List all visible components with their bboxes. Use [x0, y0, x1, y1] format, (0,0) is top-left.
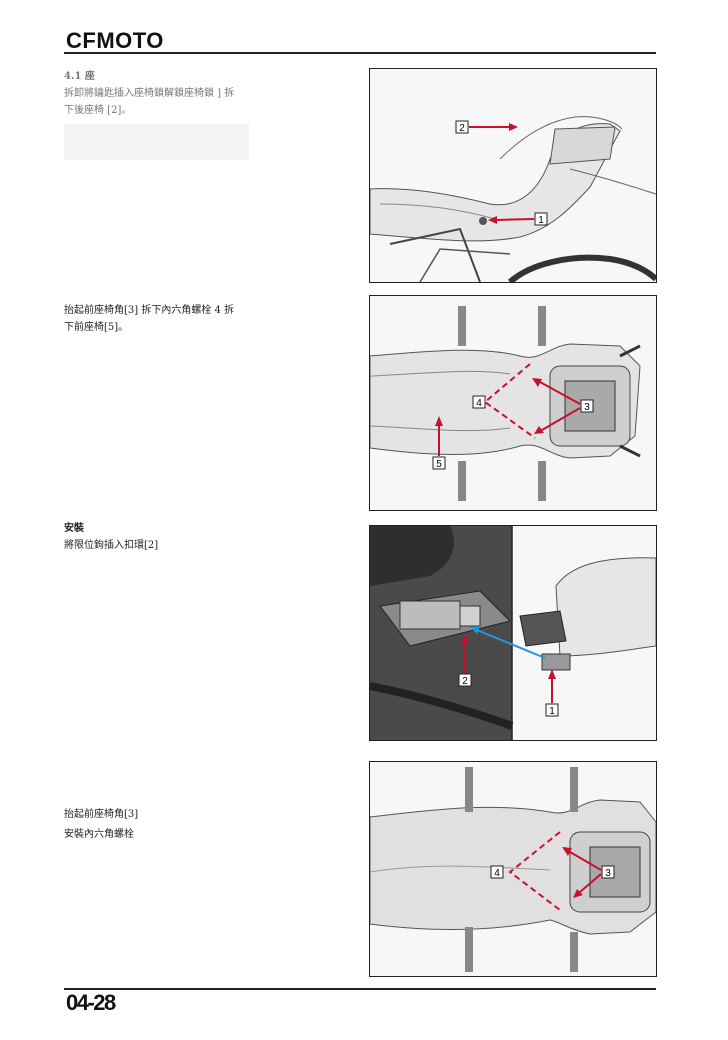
section-3-text: 安裝 將限位鉤插入扣環[2] [64, 520, 158, 554]
callout-4: 4 [494, 868, 500, 879]
figure-front-seat-removal: 4 3 5 [369, 295, 657, 511]
section-1-text: 4.1 座 拆卸將鑰匙插入座椅鎖解鎖座椅鎖 ] 拆 下後座椅 [2]。 [64, 68, 234, 119]
figure-rear-seat-removal: 2 1 [369, 68, 657, 283]
header-rule [64, 52, 656, 54]
figure-seat-installation: 2 1 [369, 525, 657, 741]
instruction-line: 下前座椅[5]。 [64, 322, 129, 333]
figure-rear-seat-drawing: 2 1 [370, 69, 656, 282]
figure-bolt-installation: 4 3 [369, 761, 657, 977]
callout-2: 2 [462, 676, 468, 687]
callout-2: 2 [459, 123, 465, 134]
instruction-line: 抬起前座椅角[3] [64, 809, 139, 820]
instruction-line: 下後座椅 [2]。 [64, 105, 132, 116]
section-heading: 4.1 座 [64, 71, 95, 82]
callout-5: 5 [436, 459, 442, 470]
brand-logo: CFMOTO [66, 28, 164, 53]
instruction-line: 將限位鉤插入扣環[2] [64, 540, 159, 551]
callout-1: 1 [549, 706, 555, 717]
section-heading: 安裝 [64, 523, 84, 534]
callout-3: 3 [605, 868, 611, 879]
callout-3: 3 [584, 402, 590, 413]
section-4-text: 抬起前座椅角[3] 安裝內六角螺栓 [64, 806, 138, 843]
text-highlight-band [64, 124, 249, 160]
figure-front-seat-drawing: 4 3 5 [370, 296, 656, 510]
instruction-line: 安裝內六角螺栓 [64, 829, 134, 840]
section-2-text: 抬起前座椅角[3] 拆下內六角螺栓 4 拆 下前座椅[5]。 [64, 302, 234, 336]
footer-rule [64, 988, 656, 990]
instruction-line: 拆卸將鑰匙插入座椅鎖解鎖座椅鎖 ] 拆 [64, 88, 235, 99]
page-number: 04-28 [66, 990, 116, 1015]
callout-1: 1 [538, 215, 544, 226]
instruction-line: 抬起前座椅角[3] 拆下內六角螺栓 4 拆 [64, 305, 235, 316]
callout-4: 4 [476, 398, 482, 409]
figure-bolt-installation-drawing: 4 3 [370, 762, 656, 976]
figure-seat-installation-drawing: 2 1 [370, 526, 656, 740]
